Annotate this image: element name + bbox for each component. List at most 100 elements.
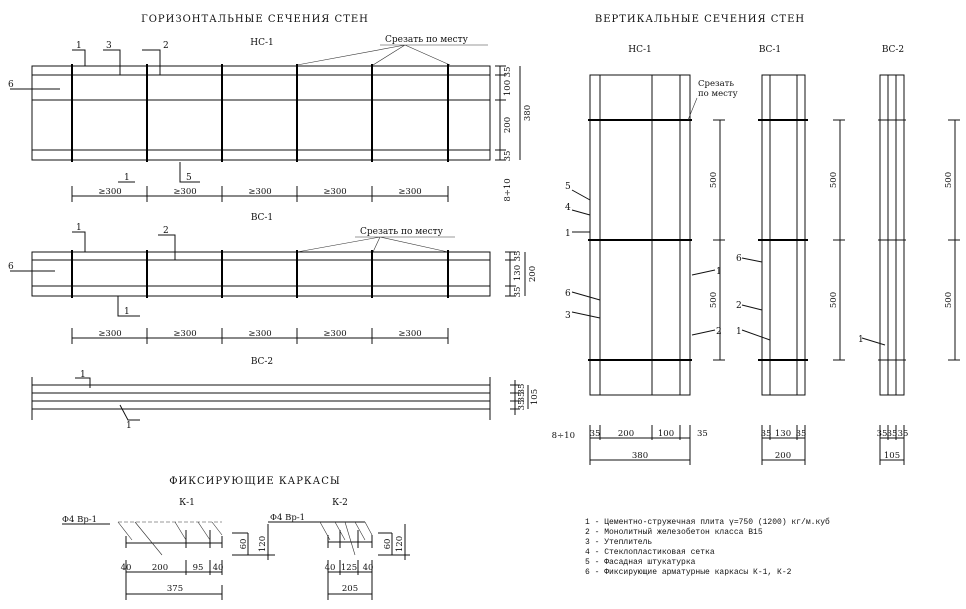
dim: 40 xyxy=(121,563,132,573)
spacing-dim: ≥300 xyxy=(398,329,421,339)
dim: 500 xyxy=(944,172,954,188)
dim: 40 xyxy=(325,563,336,573)
vs1-label: ВС-1 xyxy=(759,45,781,55)
dim: 130 xyxy=(775,429,791,439)
dim-total: 105 xyxy=(884,451,900,461)
dim: 35 xyxy=(513,251,523,262)
dim: 40 xyxy=(363,563,374,573)
callout-4: 4 xyxy=(565,203,571,213)
dim: 200 xyxy=(618,429,634,439)
vertical-sections-title: ВЕРТИКАЛЬНЫЕ СЕЧЕНИЯ СТЕН xyxy=(595,14,805,25)
dim: 35 xyxy=(517,400,527,411)
dim: 35 xyxy=(761,429,772,439)
horizontal-sections-title: ГОРИЗОНТАЛЬНЫЕ СЕЧЕНИЯ СТЕН xyxy=(141,14,369,25)
callout-2: 2 xyxy=(163,41,169,51)
dim: 35 xyxy=(796,429,807,439)
dim: 35 xyxy=(877,429,888,439)
callout-2: 2 xyxy=(163,226,169,236)
callout-1: 1 xyxy=(736,327,742,337)
legend-item: 4 - Стеклопластиковая сетка xyxy=(585,548,715,557)
legend-item: 2 - Монолитный железобетон класса В15 xyxy=(585,528,763,537)
callout-1: 1 xyxy=(858,335,864,345)
dim: 100 xyxy=(503,80,513,96)
spacing-dim: ≥300 xyxy=(248,329,271,339)
callout-1b: 1 xyxy=(716,267,722,277)
callout-5: 5 xyxy=(186,173,192,183)
dim: 60 xyxy=(239,539,249,550)
dim: 35 xyxy=(697,429,708,439)
vs2-vertical-section: ВС-2 1 500 500 35 35 35 105 xyxy=(858,45,960,465)
dim: 500 xyxy=(829,292,839,308)
callout-3: 3 xyxy=(106,41,112,51)
dim: 125 xyxy=(341,563,357,573)
legend-item: 5 - Фасадная штукатурка xyxy=(585,558,696,567)
callout-6: 6 xyxy=(8,262,14,272)
callout-1: 1 xyxy=(80,370,86,380)
frame-k1: К-1 Φ4 Вр-1 40 200 95 40 375 60 120 xyxy=(62,498,275,600)
cut-note: Срезать xyxy=(698,79,734,89)
hs1-vertical-section: НС-1 Срезать по месту 5 4 1 6 3 1 2 500 … xyxy=(552,45,738,465)
spacing-dim: ≥300 xyxy=(323,329,346,339)
dim: 35 xyxy=(503,67,513,78)
legend-item: 1 - Цементно-стружечная плита γ=750 (120… xyxy=(585,518,830,527)
dim: 8÷10 xyxy=(552,431,575,441)
dim-total: 200 xyxy=(775,451,791,461)
dim: 95 xyxy=(193,563,204,573)
dim: 130 xyxy=(513,265,523,281)
legend-item: 3 - Утеплитель xyxy=(585,538,652,547)
spacing-dim: ≥300 xyxy=(173,187,196,197)
frame-k2: К-2 Φ4 Вр-1 40 125 40 205 60 120 xyxy=(268,498,410,600)
spacing-dim: ≥300 xyxy=(98,329,121,339)
dim: 35 xyxy=(517,392,527,403)
callout-1b: 1 xyxy=(124,307,130,317)
spacing-dim: ≥300 xyxy=(98,187,121,197)
spacing-dim: ≥300 xyxy=(248,187,271,197)
dim: 120 xyxy=(258,536,268,552)
vs1-label: ВС-1 xyxy=(251,213,273,223)
dim: 100 xyxy=(658,429,674,439)
callout-1b: 1 xyxy=(126,421,132,431)
callout-3: 3 xyxy=(565,311,571,321)
dim-total: 205 xyxy=(342,584,358,594)
vs2-label: ВС-2 xyxy=(251,357,273,367)
dim: 35 xyxy=(887,429,898,439)
legend: 1 - Цементно-стружечная плита γ=750 (120… xyxy=(585,518,830,577)
k1-rebar: Φ4 Вр-1 xyxy=(62,515,97,525)
cut-note: по месту xyxy=(698,89,738,99)
legend-item: 6 - Фиксирующие арматурные каркасы К-1, … xyxy=(585,568,792,577)
dim: 120 xyxy=(395,536,405,552)
vs1-horizontal-section: ВС-1 Срезать по месту 6 1 2 1 35 130 35 … xyxy=(8,213,538,344)
dim: 500 xyxy=(944,292,954,308)
dim: 8÷10 xyxy=(503,178,513,201)
callout-1: 1 xyxy=(76,41,82,51)
dim: 500 xyxy=(829,172,839,188)
k1-label: К-1 xyxy=(179,498,195,508)
dim: 200 xyxy=(503,117,513,133)
dim: 35 xyxy=(590,429,601,439)
dim: 500 xyxy=(709,292,719,308)
dim: 35 xyxy=(503,151,513,162)
spacing-dim: ≥300 xyxy=(398,187,421,197)
dim-total: 380 xyxy=(632,451,648,461)
spacing-dim: ≥300 xyxy=(173,329,196,339)
callout-1: 1 xyxy=(76,223,82,233)
callout-1: 1 xyxy=(565,229,571,239)
dim: 35 xyxy=(517,384,527,395)
hs1-horizontal-section: НС-1 Срезать по месту 6 1 3 2 1 5 35 100… xyxy=(8,35,533,202)
dim: 60 xyxy=(383,539,393,550)
hs1-label: НС-1 xyxy=(628,45,652,55)
callout-6: 6 xyxy=(565,289,571,299)
vs2-horizontal-section: ВС-2 1 1 35 35 35 105 xyxy=(31,357,540,431)
dim-total: 375 xyxy=(167,584,183,594)
dim-total: 200 xyxy=(528,266,538,282)
dim-total: 105 xyxy=(530,389,540,405)
callout-2: 2 xyxy=(736,301,742,311)
dim: 200 xyxy=(152,563,168,573)
hs1-label: НС-1 xyxy=(250,38,274,48)
cut-note: Срезать по месту xyxy=(385,35,469,45)
dim: 35 xyxy=(898,429,909,439)
dim-total: 380 xyxy=(523,105,533,121)
dim: 500 xyxy=(709,172,719,188)
vs2-label: ВС-2 xyxy=(882,45,904,55)
